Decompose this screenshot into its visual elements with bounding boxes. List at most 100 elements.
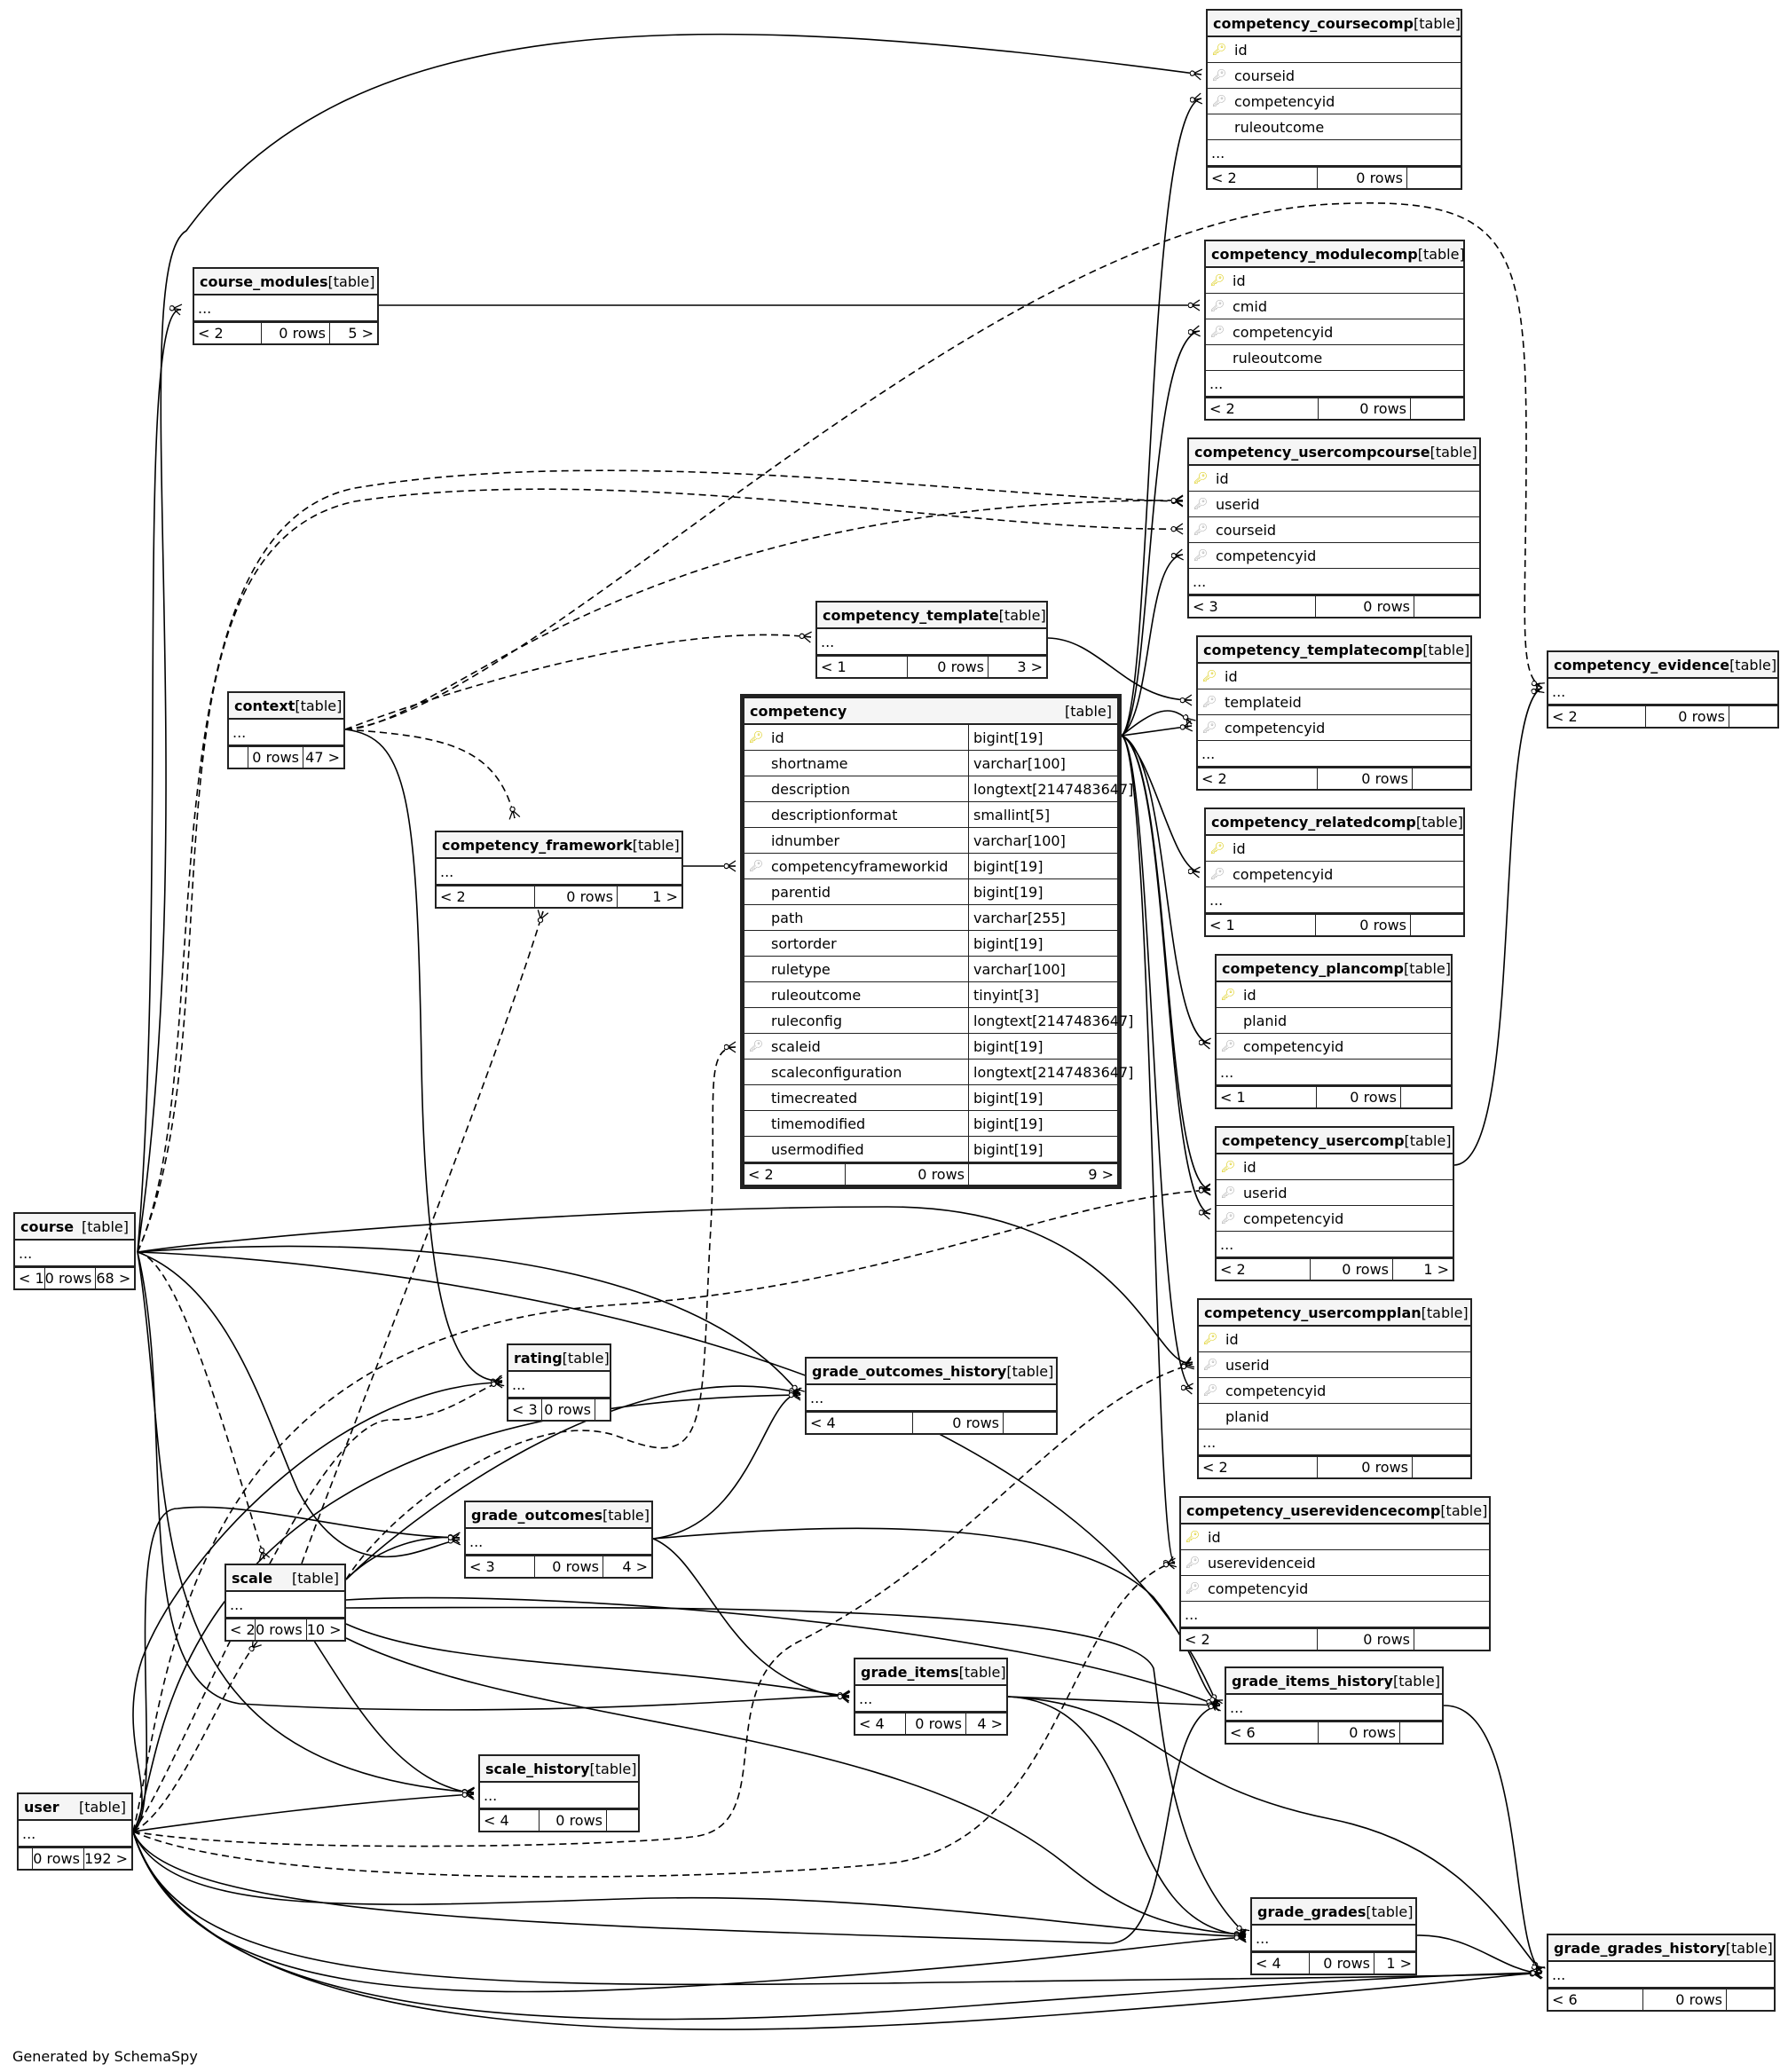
table-name[interactable]: grade_grades_history <box>1554 1939 1726 1957</box>
ellipsis-row[interactable]: ... <box>1206 887 1463 913</box>
parents-link[interactable]: < 3 <box>466 1556 535 1577</box>
children-link[interactable] <box>607 1810 638 1831</box>
column-row[interactable]: 🔑︎competencyid <box>1199 1378 1470 1404</box>
children-link[interactable] <box>1411 915 1463 935</box>
table-competency-templatecomp[interactable]: competency_templatecomp[table] 🔑︎id 🔑︎te… <box>1196 635 1472 791</box>
parents-link[interactable]: < 2 <box>1548 706 1646 727</box>
ellipsis-row[interactable]: ... <box>855 1686 1006 1712</box>
column-row[interactable]: planid <box>1199 1404 1470 1430</box>
children-link[interactable] <box>1400 1722 1442 1743</box>
ellipsis-row[interactable]: ... <box>1217 1060 1451 1085</box>
table-name[interactable]: competency_evidence <box>1554 656 1730 674</box>
table-name[interactable]: rating <box>514 1349 563 1367</box>
parents-link[interactable]: < 1 <box>15 1268 45 1288</box>
column-row[interactable]: ruleoutcome <box>1208 114 1461 140</box>
children-link[interactable]: 5 > <box>348 325 374 342</box>
ellipsis-row[interactable]: ... <box>19 1821 131 1847</box>
column-row[interactable]: 🔑︎userid <box>1199 1352 1470 1378</box>
column-row[interactable]: 🔑︎competencyid <box>1181 1576 1489 1602</box>
column-row[interactable]: 🔑︎competencyid <box>1206 862 1463 887</box>
parents-link[interactable]: < 1 <box>817 657 908 677</box>
column-row[interactable]: 🔑︎competencyid <box>1198 715 1470 741</box>
ellipsis-row[interactable]: ... <box>1226 1695 1442 1721</box>
column-row[interactable]: 🔑︎id <box>1198 664 1470 689</box>
parents-link[interactable]: < 4 <box>807 1413 913 1433</box>
table-name[interactable]: grade_grades <box>1257 1903 1367 1920</box>
parents-link[interactable]: < 6 <box>1548 1989 1643 2010</box>
parents-link[interactable]: < 2 <box>744 1164 846 1185</box>
column-row[interactable]: 🔑︎courseid <box>1208 63 1461 89</box>
children-link[interactable] <box>1004 1413 1056 1433</box>
table-name[interactable]: competency_relatedcomp <box>1211 813 1416 831</box>
ellipsis-row[interactable]: ... <box>1206 371 1463 397</box>
table-name[interactable]: competency <box>750 702 847 720</box>
column-row[interactable]: 🔑︎id <box>1199 1327 1470 1352</box>
table-name[interactable]: scale <box>232 1569 273 1587</box>
children-link[interactable]: 3 > <box>1017 658 1043 675</box>
column-row[interactable]: 🔑︎id <box>1181 1524 1489 1550</box>
column-row[interactable]: 🔑︎competencyid <box>1189 543 1479 569</box>
children-link[interactable]: 4 > <box>622 1558 648 1575</box>
ellipsis-row[interactable]: ... <box>807 1385 1056 1411</box>
column-row[interactable]: 🔑︎competencyid <box>1208 89 1461 114</box>
parents-link[interactable]: < 3 <box>508 1399 542 1420</box>
children-link[interactable]: 1 > <box>1386 1955 1412 1972</box>
children-link[interactable] <box>1727 1989 1774 2010</box>
parents-link[interactable]: < 6 <box>1226 1722 1319 1743</box>
children-link[interactable] <box>595 1399 610 1420</box>
column-row[interactable]: 🔑︎userid <box>1217 1180 1453 1206</box>
ellipsis-row[interactable]: ... <box>226 1592 344 1618</box>
parents-link[interactable]: < 2 <box>1198 768 1318 789</box>
table-competency-plancomp[interactable]: competency_plancomp[table] 🔑︎id planid 🔑… <box>1215 954 1453 1109</box>
ellipsis-row[interactable]: ... <box>1548 679 1777 705</box>
ellipsis-row[interactable]: ... <box>1181 1602 1489 1627</box>
parents-link[interactable]: < 2 <box>226 1619 256 1640</box>
column-row[interactable]: 🔑︎id <box>1189 466 1479 492</box>
ellipsis-row[interactable]: ... <box>1217 1232 1453 1257</box>
ellipsis-row[interactable]: ... <box>817 629 1046 655</box>
parents-link[interactable]: < 1 <box>1206 915 1316 935</box>
children-link[interactable]: 68 > <box>96 1270 131 1287</box>
parents-link[interactable]: < 4 <box>855 1714 906 1734</box>
column-row[interactable]: ruleoutcome <box>1206 345 1463 371</box>
table-name[interactable]: competency_usercomp <box>1222 1131 1405 1149</box>
table-name[interactable]: course_modules <box>200 272 328 290</box>
column-row[interactable]: 🔑︎competencyid <box>1217 1206 1453 1232</box>
column-row[interactable]: 🔑︎userevidenceid <box>1181 1550 1489 1576</box>
table-name[interactable]: competency_userevidencecomp <box>1186 1501 1441 1519</box>
table-name[interactable]: grade_outcomes <box>471 1506 603 1524</box>
children-link[interactable]: 1 > <box>1423 1261 1449 1278</box>
table-name[interactable]: grade_items_history <box>1232 1672 1393 1690</box>
ellipsis-row[interactable]: ... <box>1208 140 1461 166</box>
parents-link[interactable]: < 2 <box>1208 168 1318 188</box>
ellipsis-row[interactable]: ... <box>1198 741 1470 767</box>
table-name[interactable]: competency_plancomp <box>1222 959 1404 977</box>
children-link[interactable]: 192 > <box>83 1850 128 1867</box>
column-row[interactable]: 🔑︎id <box>1217 1154 1453 1180</box>
table-name[interactable]: competency_framework <box>442 836 633 854</box>
children-link[interactable] <box>1729 706 1777 727</box>
column-row[interactable]: 🔑︎id <box>1206 836 1463 862</box>
table-competency-userevidencecomp[interactable]: competency_userevidencecomp[table] 🔑︎id … <box>1179 1496 1491 1651</box>
